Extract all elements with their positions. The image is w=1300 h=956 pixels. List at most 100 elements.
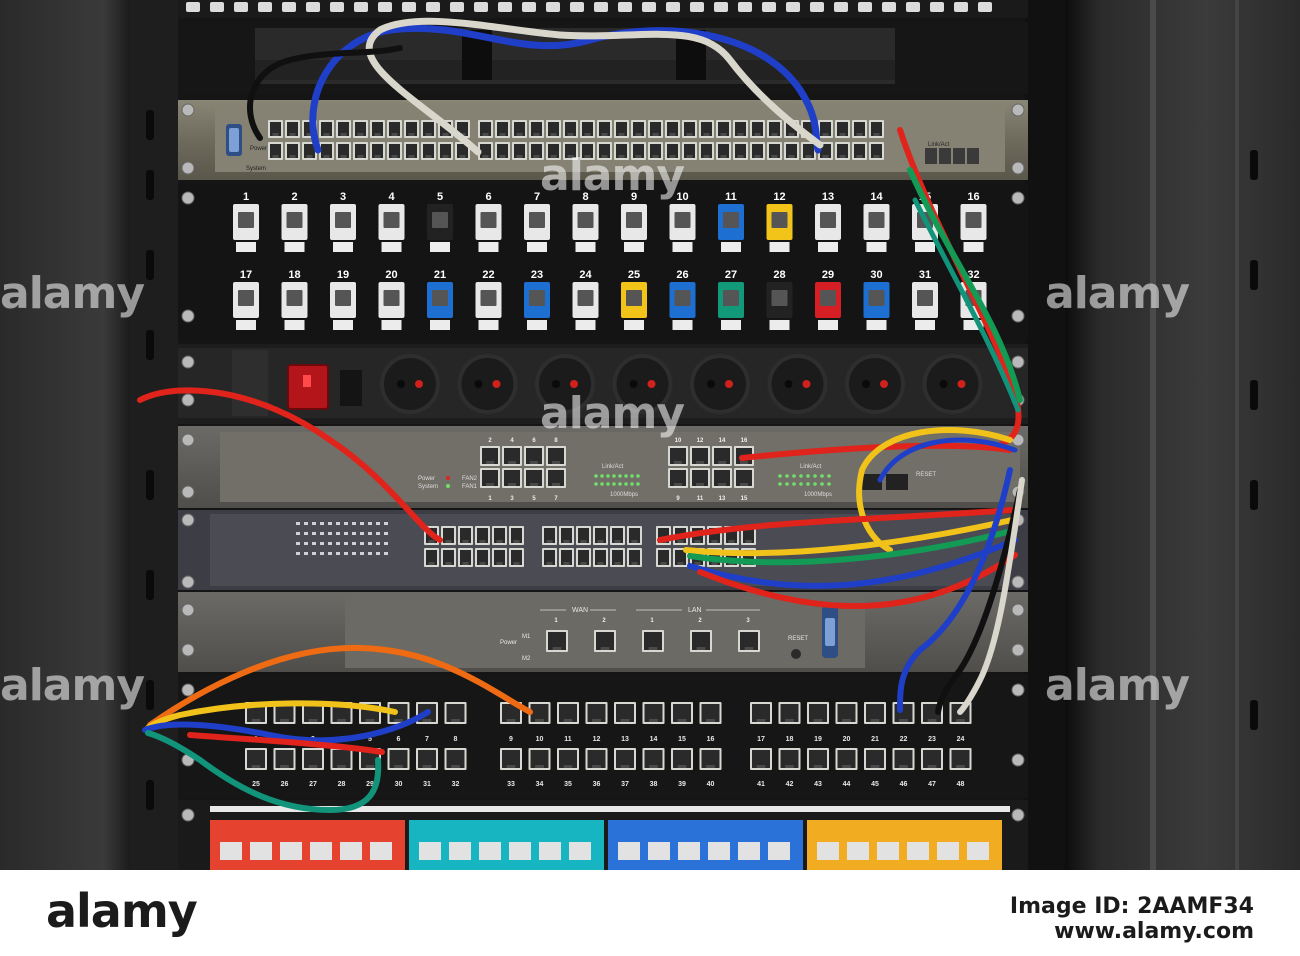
led [320, 522, 324, 525]
sw16-port-number: 10 [675, 438, 682, 444]
patch-port [699, 748, 722, 770]
cable-white-down [957, 477, 1025, 715]
patch-port-number: 29 [366, 781, 374, 788]
sw24-port [593, 526, 608, 545]
rack-screw [1011, 355, 1025, 369]
rack-screw [181, 103, 195, 117]
led [328, 532, 332, 535]
cable-blue-patch [142, 709, 431, 744]
switch-48-label-linkact: Link/Act [928, 142, 950, 148]
rack-screw [1011, 309, 1025, 323]
led [344, 552, 348, 555]
led [312, 542, 316, 545]
rack-screw [1011, 575, 1025, 589]
sw16-port [480, 446, 500, 466]
patch-port [614, 702, 636, 724]
sw16-port-number: 4 [510, 438, 514, 444]
sw48-port [750, 142, 765, 160]
switch-48-label-system: System [246, 166, 266, 172]
led [352, 532, 356, 535]
led [376, 552, 380, 555]
keystone-number: 18 [288, 269, 300, 281]
patch-port-number: 28 [338, 781, 346, 788]
sw16-port [668, 468, 688, 488]
sw48-port [767, 142, 782, 160]
sw16-label-system: System [418, 484, 438, 490]
sw16-port [668, 446, 688, 466]
led [384, 542, 388, 545]
patch-port-number: 42 [786, 781, 794, 788]
power-socket [767, 354, 828, 414]
sw16-label-linkact-right: Link/Act [800, 464, 822, 470]
sw16-label-linkact-left: Link/Act [602, 464, 624, 470]
sw16-port [546, 468, 566, 488]
sw24-port [673, 548, 688, 567]
sw24-port [475, 526, 490, 545]
led [799, 482, 803, 486]
router-label-lan: LAN [688, 607, 702, 614]
keystone-number: 11 [725, 191, 737, 203]
sw16-port [502, 446, 522, 466]
patch-port-number: 27 [309, 781, 317, 788]
keystone-module [708, 842, 730, 860]
led [820, 474, 824, 478]
sw16-port-number: 9 [676, 496, 680, 502]
cable-red-main [897, 127, 1022, 448]
router-reset-button[interactable] [791, 649, 801, 659]
patch-port [273, 702, 296, 724]
footer-image-id: Image ID: 2AAMF34 [1009, 894, 1254, 919]
power-distribution-unit [178, 344, 1028, 424]
power-socket [690, 354, 750, 414]
sfp-slot [953, 148, 965, 164]
sw48-port [495, 120, 510, 138]
rack-screw [181, 309, 195, 323]
patch-port [528, 702, 551, 724]
patch-port-number: 5 [368, 736, 372, 743]
patch-port [273, 748, 296, 770]
led [813, 474, 817, 478]
sw16-label-fan2: FAN2 [462, 476, 478, 482]
watermark-left: alamy [0, 268, 145, 319]
sw48-port [512, 120, 527, 138]
sw24-port [593, 548, 608, 567]
patch-cables [137, 17, 1025, 814]
sw48-port [750, 120, 765, 138]
sw24-port [627, 548, 642, 567]
led [344, 522, 348, 525]
led [360, 542, 364, 545]
led [360, 532, 364, 535]
patch-port [835, 702, 858, 724]
keystone-module [539, 842, 561, 860]
keystone-module [877, 842, 899, 860]
sw24-port [492, 526, 507, 545]
router-port-number: 2 [698, 618, 702, 624]
sw48-port [665, 142, 680, 160]
led [296, 532, 300, 535]
sw48-port [852, 142, 867, 160]
sw24-port [542, 548, 557, 567]
watermark-right: alamy [1045, 268, 1190, 319]
sw24-port [441, 548, 456, 567]
sw48-port [869, 142, 884, 160]
led [820, 482, 824, 486]
power-socket [612, 354, 673, 414]
led [336, 522, 340, 525]
keystone-number: 21 [434, 269, 446, 281]
router-port-number: 1 [650, 618, 654, 624]
patch-port [387, 702, 410, 724]
led [636, 474, 640, 478]
router-port [642, 630, 664, 652]
led [636, 482, 640, 486]
power-socket [922, 354, 983, 414]
sw48-port [631, 142, 646, 160]
rack-screw [181, 683, 195, 697]
patch-port-number: 10 [536, 736, 544, 743]
keystone-number: 23 [531, 269, 543, 281]
patch-port [416, 748, 438, 770]
rack-screw [1011, 191, 1025, 205]
keystone-module [618, 842, 640, 860]
patch-port-number: 30 [395, 781, 403, 788]
sw48-port [818, 120, 833, 138]
patch-port-number: 22 [900, 736, 908, 743]
